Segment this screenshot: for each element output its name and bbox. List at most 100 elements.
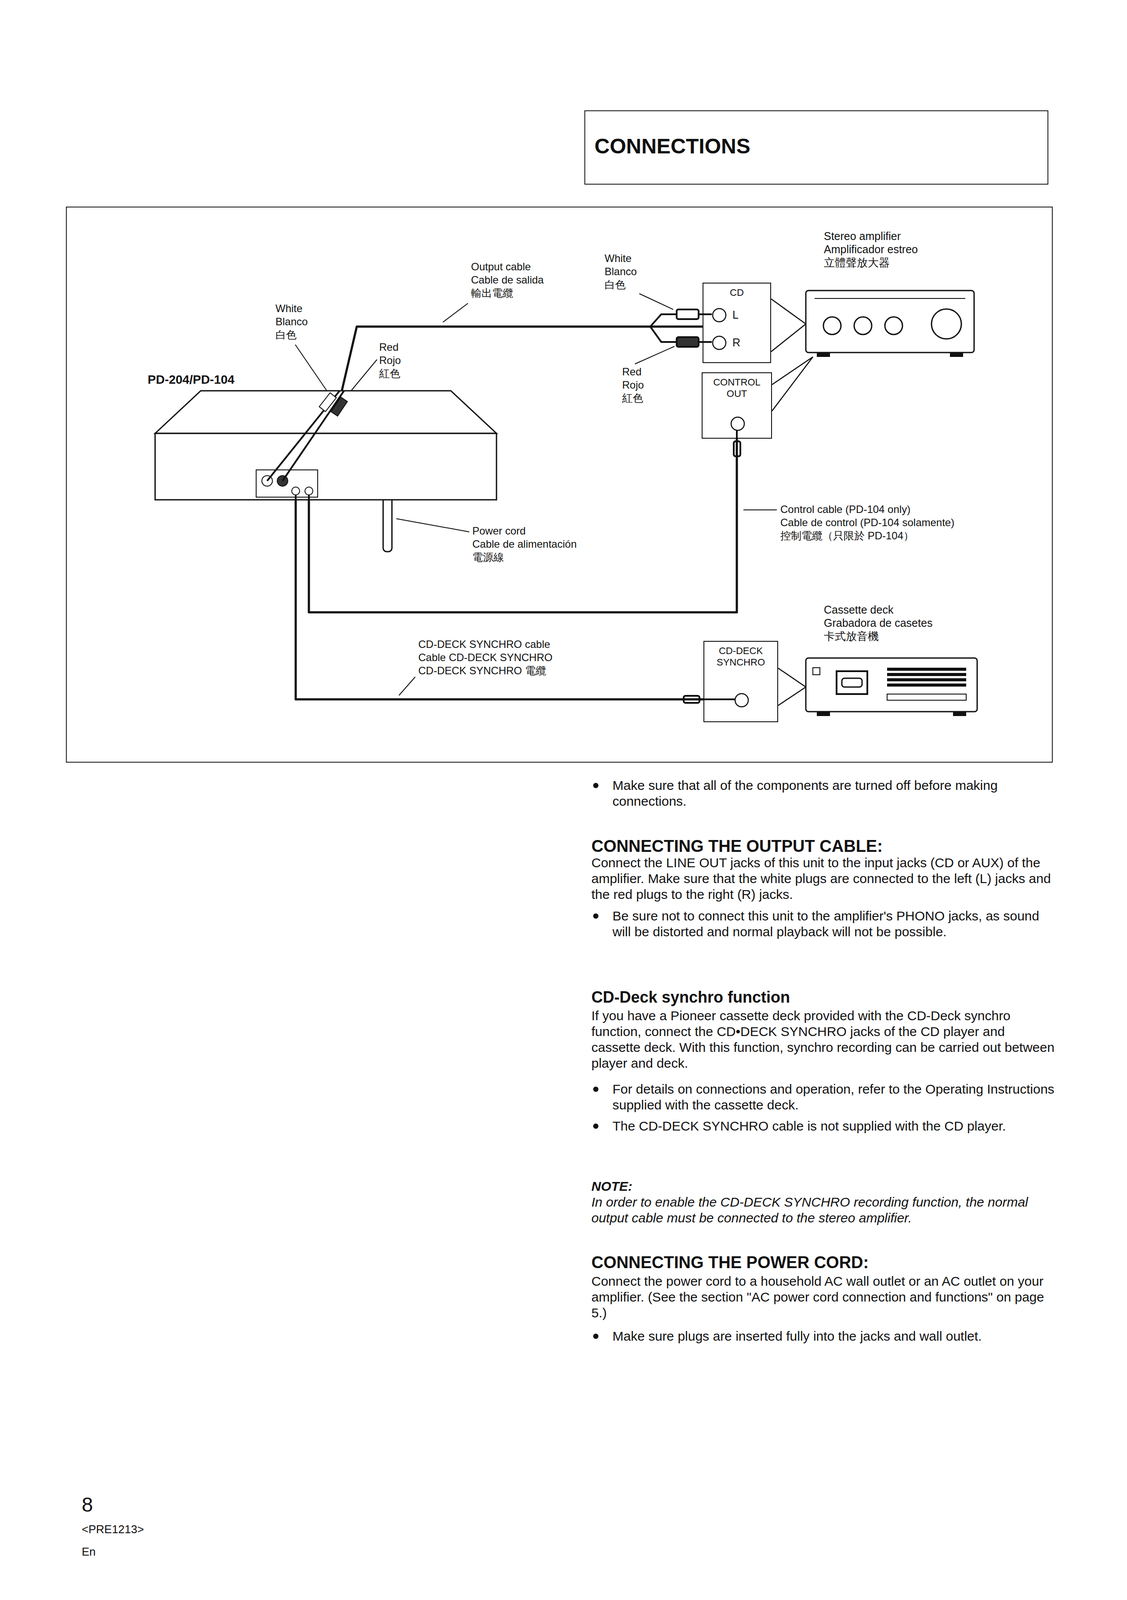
mini-plug [735, 429, 738, 439]
foot [953, 711, 967, 716]
callout-pointer [771, 356, 813, 411]
page-footer: <PRE1213> [81, 1521, 145, 1536]
rca-plug [676, 337, 699, 347]
leader-line [398, 676, 416, 696]
player-front [155, 433, 497, 500]
display-bar [887, 672, 967, 676]
jack [712, 336, 726, 350]
leader-line [295, 344, 330, 395]
rca-plug [698, 340, 712, 343]
display-bar [887, 683, 967, 687]
jack [731, 416, 745, 431]
node-text: CD-DECK SYNCHRO [704, 645, 778, 668]
leader-line [639, 293, 674, 310]
knob [854, 316, 872, 335]
node-outline [805, 290, 975, 357]
callout-label: 電源線 [472, 550, 504, 564]
callout-label: 紅色 [622, 391, 644, 405]
key-row [887, 693, 967, 700]
foot [949, 352, 964, 357]
callout-label: 控制電纜（只限於 PD-104） [780, 529, 914, 543]
cable [294, 494, 297, 500]
amp-bevel [814, 297, 966, 299]
body-text: For details on connections and operation… [591, 1080, 1058, 1113]
callout-label: Power cord [472, 524, 526, 538]
body-text: Connect the LINE OUT jacks of this unit … [591, 854, 1058, 903]
node-text: 卡式放音機 [823, 629, 879, 643]
rca-plug [698, 313, 712, 316]
stereo-amplifier: Stereo amplifierAmplificador estreo立體聲放大… [805, 290, 975, 357]
cable [282, 390, 345, 481]
node-text: L [732, 308, 739, 322]
callout-pointer [778, 667, 806, 706]
jack-panel: CD-DECK SYNCHRO [703, 640, 779, 722]
amp-body [805, 290, 975, 353]
node-text: 立體聲放大器 [823, 255, 890, 269]
callout-label: Red [379, 340, 399, 354]
callout-label: Cable de salida [471, 273, 544, 287]
jack [712, 308, 726, 322]
display-bar [887, 667, 967, 671]
page-footer: En [81, 1543, 96, 1559]
rca-plug [650, 314, 677, 327]
body-text: CONNECTING THE OUTPUT CABLE: [591, 836, 1058, 856]
callout-label: White [604, 251, 632, 265]
deck-button [812, 667, 820, 675]
foot [816, 711, 830, 716]
player-top [155, 390, 497, 434]
knob [931, 308, 962, 339]
diagram-frame [66, 206, 1053, 762]
node-text: Stereo amplifier [823, 229, 901, 243]
callout-label: Rojo [379, 353, 401, 367]
node-text: CONTROL OUT [702, 376, 772, 400]
body-text: NOTE: [591, 1177, 1058, 1194]
body-text: If you have a Pioneer cassette deck prov… [591, 1007, 1058, 1071]
callout-label: 白色 [275, 328, 297, 342]
node-text: Amplificador estreo [823, 242, 918, 256]
callout-label: 白色 [604, 278, 626, 292]
callout-label: Cable de alimentación [472, 537, 577, 551]
rca-plug [676, 309, 699, 319]
cassette-window [836, 670, 868, 694]
body-text: Make sure that all of the components are… [591, 777, 1058, 809]
page-title: CONNECTIONS [594, 134, 751, 159]
cable [341, 326, 703, 391]
cassette-deck: Cassette deckGrabadora de casetes卡式放音機 [805, 657, 978, 716]
callout-label: 輸出電纜 [471, 286, 514, 300]
foot [816, 352, 830, 357]
callout-label: Output cable [471, 260, 531, 274]
callout-label: CD-DECK SYNCHRO cable [418, 637, 551, 651]
callout-label: Blanco [604, 264, 637, 279]
display-bar [887, 677, 967, 682]
callout-label: 紅色 [379, 366, 401, 381]
body-text: Connect the power cord to a household AC… [591, 1272, 1058, 1321]
callout-label: Cable CD-DECK SYNCHRO [418, 650, 553, 664]
node-text: Cassette deck [823, 602, 894, 617]
node-text: CD [703, 286, 771, 299]
leader-line [634, 346, 675, 364]
cable [308, 494, 310, 500]
jack-panel: CDLR [702, 282, 772, 363]
cd-player: PD-204/PD-104 [155, 390, 497, 500]
leader-line [442, 303, 468, 323]
node-text: PD-204/PD-104 [147, 373, 235, 387]
node-text: Grabadora de casetes [823, 616, 933, 630]
body-text: Make sure plugs are inserted fully into … [591, 1327, 1058, 1344]
body-text: The CD-DECK SYNCHRO cable is not supplie… [591, 1117, 1058, 1134]
leader-line [396, 518, 470, 532]
rca-plug [650, 326, 677, 342]
jack [735, 693, 749, 707]
callout-label: Rojo [622, 378, 644, 392]
callout-label: CD-DECK SYNCHRO 電纜 [418, 663, 547, 678]
callout-label: White [275, 301, 303, 316]
body-text: CONNECTING THE POWER CORD: [591, 1252, 1058, 1272]
jack [291, 486, 300, 495]
page-footer: 8 [81, 1493, 94, 1515]
diagram-frame [66, 206, 1053, 762]
callout-label: Control cable (PD-104 only) [780, 502, 911, 516]
node-outline [805, 657, 978, 716]
rca-plug [330, 396, 348, 416]
body-text: In order to enable the CD-DECK SYNCHRO r… [591, 1193, 1058, 1226]
